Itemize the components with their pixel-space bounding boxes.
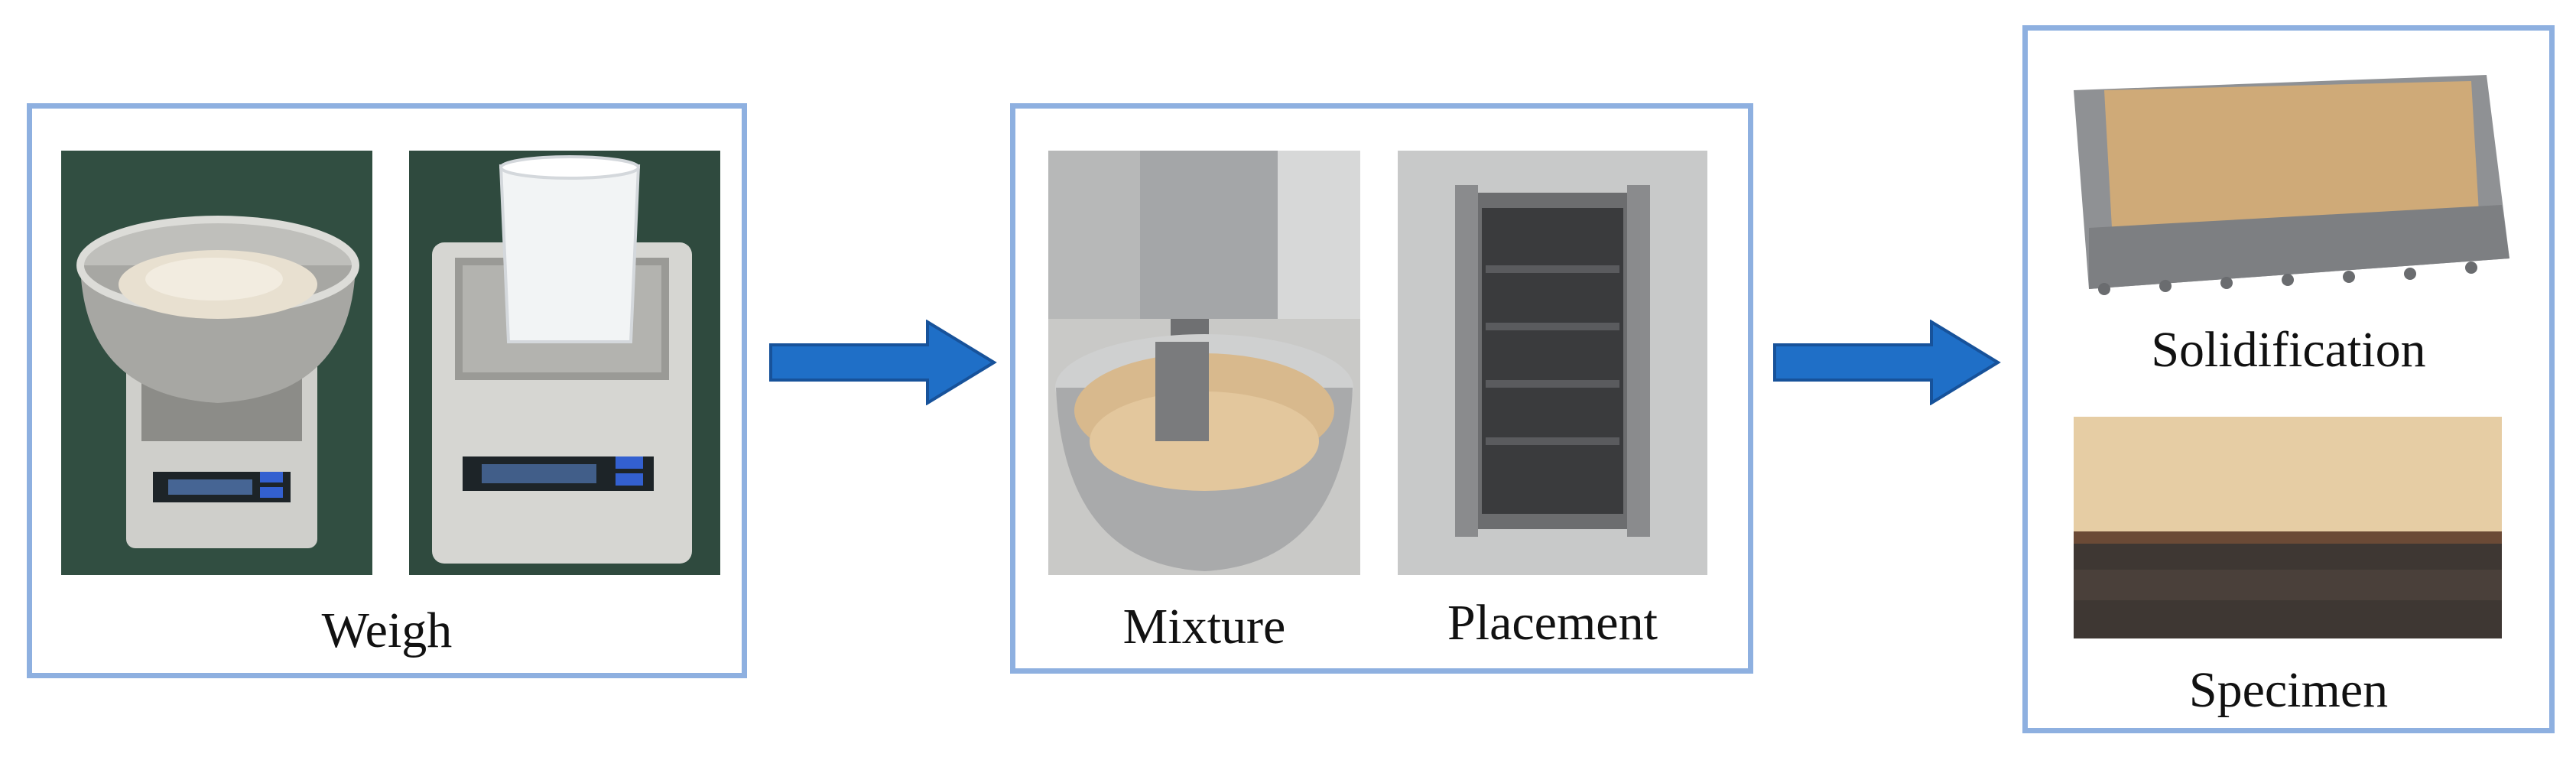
mixing-panel: Mixture Placement xyxy=(1010,103,1753,674)
mixture-label: Mixture xyxy=(1122,599,1286,655)
specimen-photo xyxy=(2074,417,2502,638)
arrow-placement-to-solidification xyxy=(1772,320,2002,405)
weigh-photo-beaker xyxy=(409,151,720,575)
weigh-label: Weigh xyxy=(321,603,453,658)
mixture-photo xyxy=(1048,151,1360,575)
weigh-photo-bowl xyxy=(61,151,372,575)
arrow-weigh-to-mixture xyxy=(768,320,998,405)
placement-label: Placement xyxy=(1447,595,1658,651)
solidification-photo xyxy=(2058,60,2517,320)
curing-panel: Solidification Specimen xyxy=(2022,25,2555,733)
solidification-label: Solidification xyxy=(2151,322,2426,378)
specimen-label: Specimen xyxy=(2188,662,2389,718)
placement-photo xyxy=(1398,151,1707,575)
weigh-panel: Weigh xyxy=(27,103,747,678)
